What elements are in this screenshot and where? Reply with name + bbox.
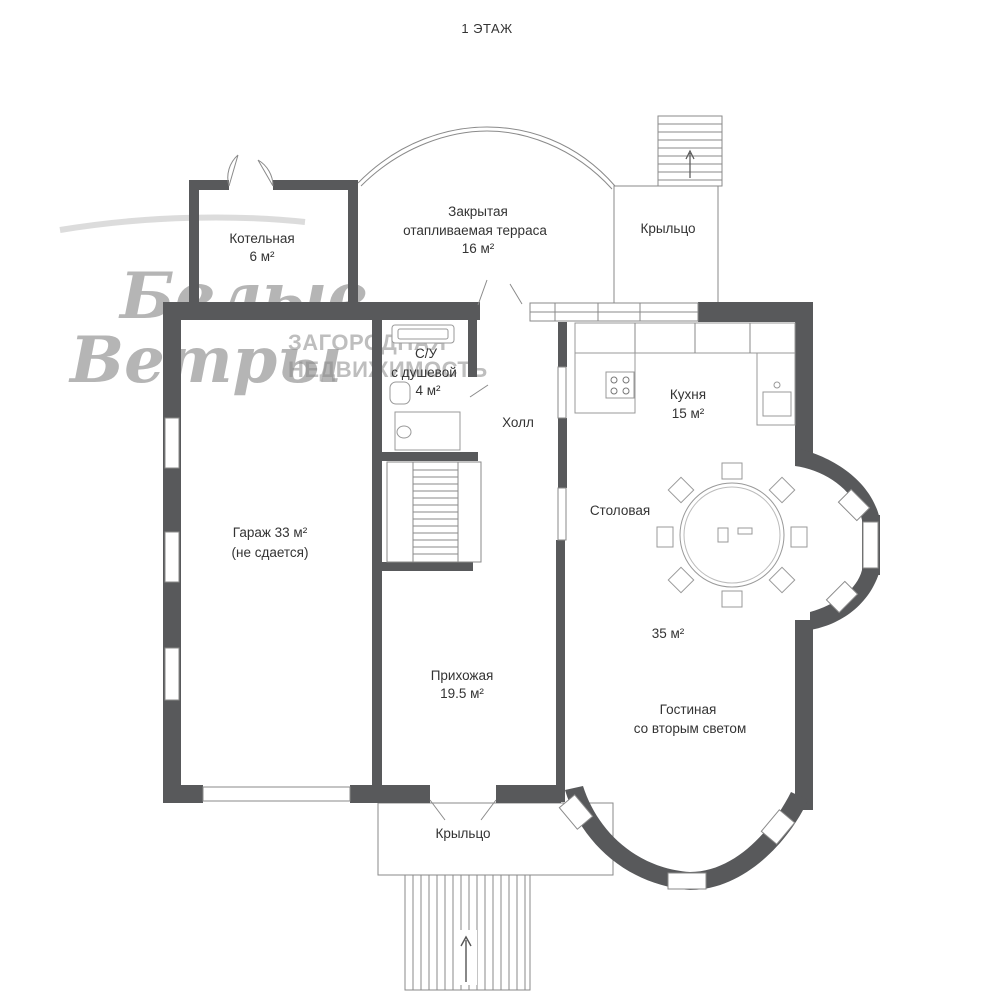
room-bathroom-name-2: с душевой xyxy=(391,365,457,380)
door-bathroom xyxy=(469,384,489,398)
porch-top-outline xyxy=(613,185,719,305)
windows xyxy=(164,302,879,890)
sink-icon xyxy=(762,391,792,417)
watermark-script-line2: Ветры xyxy=(68,323,342,398)
room-hall-name: Холл xyxy=(502,415,534,430)
stairs-arrow-icon xyxy=(460,935,472,947)
terrace-glazing-inner xyxy=(360,130,613,190)
room-terrace-name-2: отапливаемая терраса xyxy=(403,223,547,238)
dining-table-icon xyxy=(656,462,808,608)
room-porch-bottom-name: Крыльцо xyxy=(435,826,490,841)
room-living-area: 35 м² xyxy=(652,626,685,641)
door-hall-top xyxy=(477,279,523,306)
room-bathroom-area: 4 м² xyxy=(415,383,441,398)
room-boiler-area: 6 м² xyxy=(249,249,275,264)
room-entry-area: 19.5 м² xyxy=(440,686,484,701)
stove-icon xyxy=(605,371,635,399)
watermark: Белые Ветры ЗАГОРОДНАЯ НЕДВИЖИМОСТЬ xyxy=(59,214,488,398)
room-entry-name: Прихожая xyxy=(431,668,494,683)
door-boiler-left xyxy=(227,154,239,187)
room-porch-top-name: Крыльцо xyxy=(640,221,695,236)
doors xyxy=(227,154,523,821)
toilet-icon xyxy=(396,425,412,439)
room-living-name-1: Гостиная xyxy=(660,702,717,717)
room-bathroom-name-1: С/У xyxy=(415,346,438,361)
terrace-glazing xyxy=(357,126,616,187)
door-boiler-right xyxy=(257,159,274,187)
door-entry xyxy=(429,799,497,821)
room-garage-name-2: (не сдается) xyxy=(232,545,309,560)
room-kitchen-area: 15 м² xyxy=(672,406,705,421)
porch-top-stairs xyxy=(657,115,723,187)
watermark-script-line1: Белые xyxy=(118,259,368,334)
room-kitchen-name: Кухня xyxy=(670,387,706,402)
watermark-text-line2: НЕДВИЖИМОСТЬ xyxy=(288,357,488,382)
porch-bottom-stairs xyxy=(404,874,531,991)
kitchen-fixtures xyxy=(574,322,796,426)
room-dining-name: Столовая xyxy=(590,503,650,518)
bathroom-fixtures xyxy=(389,324,461,451)
watermark-swoosh-icon xyxy=(59,214,306,233)
room-terrace-area: 16 м² xyxy=(462,241,495,256)
toilet-icon xyxy=(389,381,411,405)
staircase xyxy=(386,461,482,563)
exterior-outlines xyxy=(357,115,723,991)
floor-title: 1 ЭТАЖ xyxy=(461,21,512,36)
room-labels: Котельная 6 м² Закрытая отапливаемая тер… xyxy=(229,204,746,841)
stairs-arrow-icon xyxy=(685,149,695,160)
room-terrace-name-1: Закрытая xyxy=(448,204,508,219)
room-boiler-name: Котельная xyxy=(229,231,294,246)
room-garage-name-1: Гараж 33 м² xyxy=(233,525,308,540)
room-living-name-2: со вторым светом xyxy=(634,721,746,736)
